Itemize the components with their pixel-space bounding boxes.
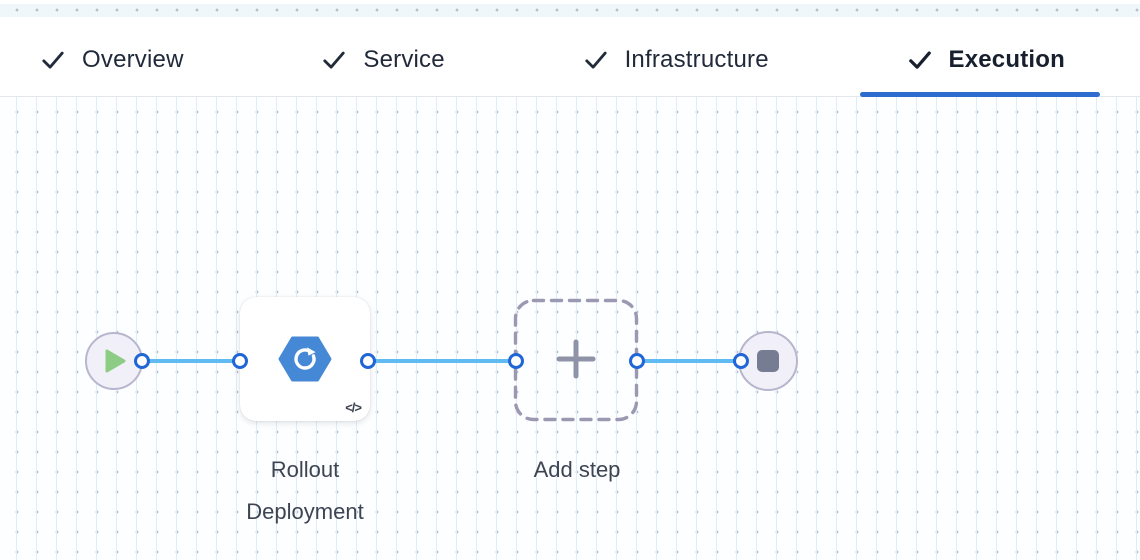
edge-step-to-addstep [372, 359, 516, 363]
port-end-in[interactable] [733, 353, 749, 369]
execution-graph-canvas[interactable]: </> Rollout Deployment Add step [0, 97, 1140, 560]
stage-tab-bar: Overview Service Infrastructure Executio… [0, 17, 1140, 97]
stop-icon [757, 350, 779, 372]
port-start-out[interactable] [134, 353, 150, 369]
pipeline-start-node [85, 332, 143, 390]
add-step-label: Add step [533, 457, 621, 482]
step-node-label: Rollout Deployment [246, 457, 364, 524]
canvas-top-strip [0, 0, 1140, 17]
tab-service[interactable]: Service [321, 45, 445, 74]
code-template-icon: </> [345, 400, 362, 415]
play-icon [105, 349, 126, 373]
rollout-deployment-hexagon-icon [278, 336, 332, 382]
active-tab-indicator [860, 92, 1100, 97]
tab-overview-label: Overview [82, 45, 184, 73]
check-icon [908, 50, 931, 69]
check-icon [584, 51, 607, 69]
tab-execution[interactable]: Execution [907, 46, 1066, 74]
tab-infrastructure-label: Infrastructure [624, 45, 769, 73]
port-addstep-in[interactable] [508, 353, 524, 369]
plus-icon [556, 339, 596, 379]
check-icon [323, 51, 345, 69]
tab-service-label: Service [363, 45, 445, 73]
check-icon [42, 51, 64, 69]
port-step-in[interactable] [232, 353, 248, 369]
edge-start-to-step [146, 359, 240, 363]
edge-addstep-to-end [641, 359, 741, 363]
dashed-border [513, 298, 639, 422]
add-step-node[interactable] [513, 298, 639, 422]
port-addstep-out[interactable] [629, 353, 645, 369]
tab-overview[interactable]: Overview [40, 46, 184, 74]
port-step-out[interactable] [360, 353, 376, 369]
tab-infrastructure[interactable]: Infrastructure [583, 46, 769, 74]
tab-execution-label: Execution [948, 45, 1065, 73]
step-node-rollout-deployment[interactable]: </> [240, 297, 370, 421]
